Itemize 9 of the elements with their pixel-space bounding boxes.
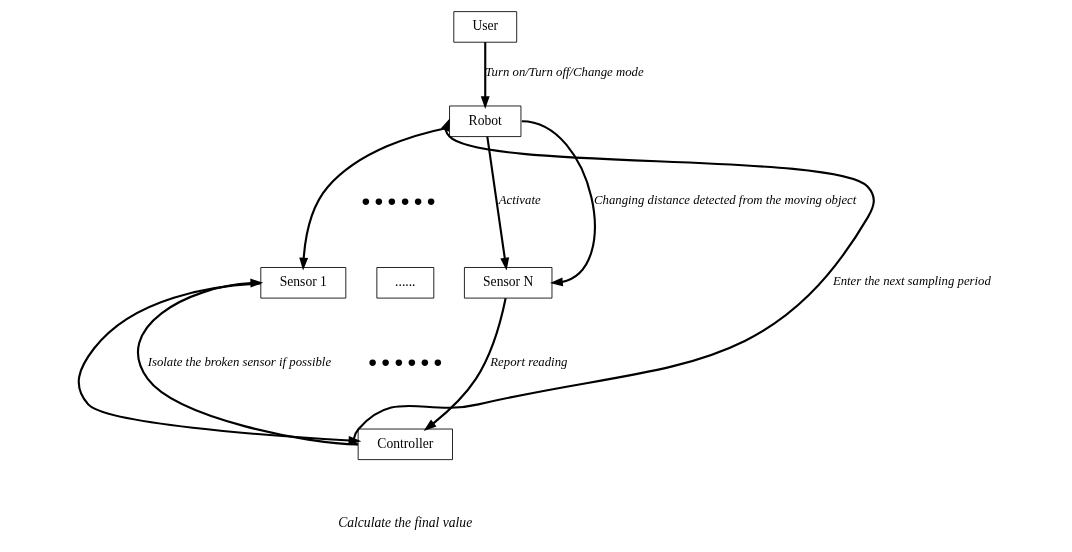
edge-label: Enter the next sampling period	[832, 273, 991, 288]
edge-label: Report reading	[490, 354, 568, 369]
label: ● ● ● ● ● ●	[368, 353, 443, 371]
label: ● ● ● ● ● ●	[361, 191, 436, 209]
edge-label: Isolate the broken sensor if possible	[147, 354, 332, 369]
edge-label: Turn on/Turn off/Change mode	[485, 65, 644, 80]
edge-label: Activate	[498, 193, 541, 208]
edge-label: Changing distance detected from the moving object	[594, 193, 857, 208]
label: Calculate the final value	[338, 515, 473, 531]
